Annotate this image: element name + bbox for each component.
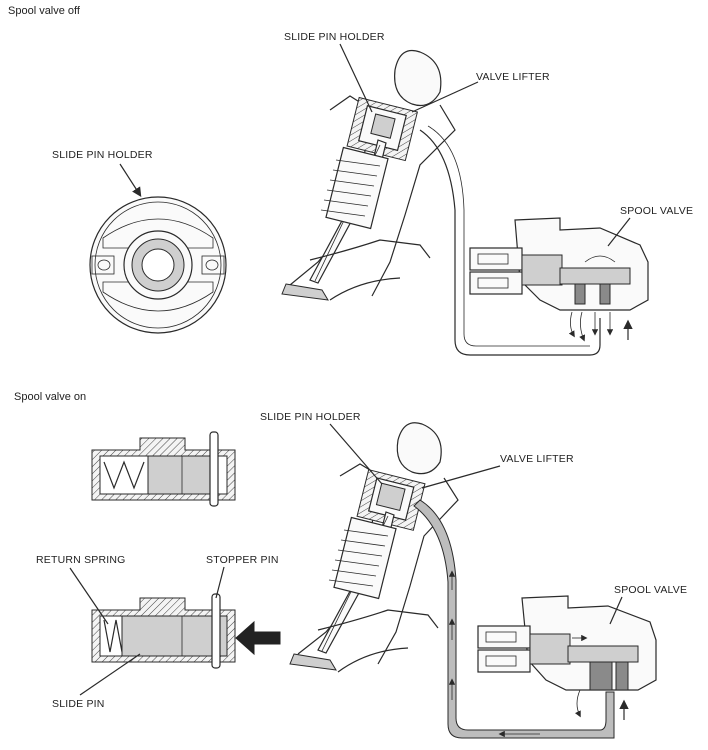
label-slide-pin-holder-bottom: SLIDE PIN HOLDER <box>260 411 361 423</box>
leader-slide-pin-holder-detail <box>119 163 142 198</box>
section-title-spool-valve-off: Spool valve off <box>8 5 81 17</box>
oil-flow-arrows-bottom <box>448 570 540 738</box>
label-valve-lifter-bottom: VALVE LIFTER <box>500 453 574 465</box>
slide-pin-section-retracted <box>91 431 236 507</box>
spool-valve-bottom <box>477 595 657 691</box>
oil-passage-top <box>419 129 601 356</box>
spool-valve-top <box>469 217 649 311</box>
leader-valve-lifter-top <box>411 81 479 113</box>
slide-pin-section-extended <box>91 593 281 669</box>
label-spool-valve-top: SPOOL VALVE <box>620 205 693 217</box>
valve-assembly-bottom <box>289 422 459 673</box>
slide-pin-holder-end-view <box>89 196 227 334</box>
spool-drain-arrows-bottom <box>574 689 629 720</box>
oil-flow-arrows-top <box>568 311 633 342</box>
leader-slide-pin-holder-top <box>339 43 373 113</box>
label-return-spring: RETURN SPRING <box>36 554 126 566</box>
leader-stopper-pin <box>215 566 225 599</box>
valve-spring-top <box>320 146 389 230</box>
label-slide-pin-holder-detail: SLIDE PIN HOLDER <box>52 149 153 161</box>
leader-spool-valve-top <box>607 217 631 247</box>
leader-return-spring <box>69 567 109 625</box>
label-stopper-pin: STOPPER PIN <box>206 554 279 566</box>
label-slide-pin: SLIDE PIN <box>52 698 105 710</box>
label-slide-pin-holder-top: SLIDE PIN HOLDER <box>284 31 385 43</box>
leader-slide-pin-holder-bottom <box>329 423 383 485</box>
leader-slide-pin <box>79 653 141 696</box>
label-spool-valve-bottom: SPOOL VALVE <box>614 584 687 596</box>
oil-pressure-arrow <box>235 620 281 656</box>
leader-spool-valve-bottom <box>609 596 623 625</box>
label-valve-lifter-top: VALVE LIFTER <box>476 71 550 83</box>
section-title-spool-valve-on: Spool valve on <box>14 391 86 403</box>
leader-valve-lifter-bottom <box>421 465 501 489</box>
valve-spring-bottom <box>328 516 397 600</box>
valve-assembly-top <box>281 49 456 301</box>
